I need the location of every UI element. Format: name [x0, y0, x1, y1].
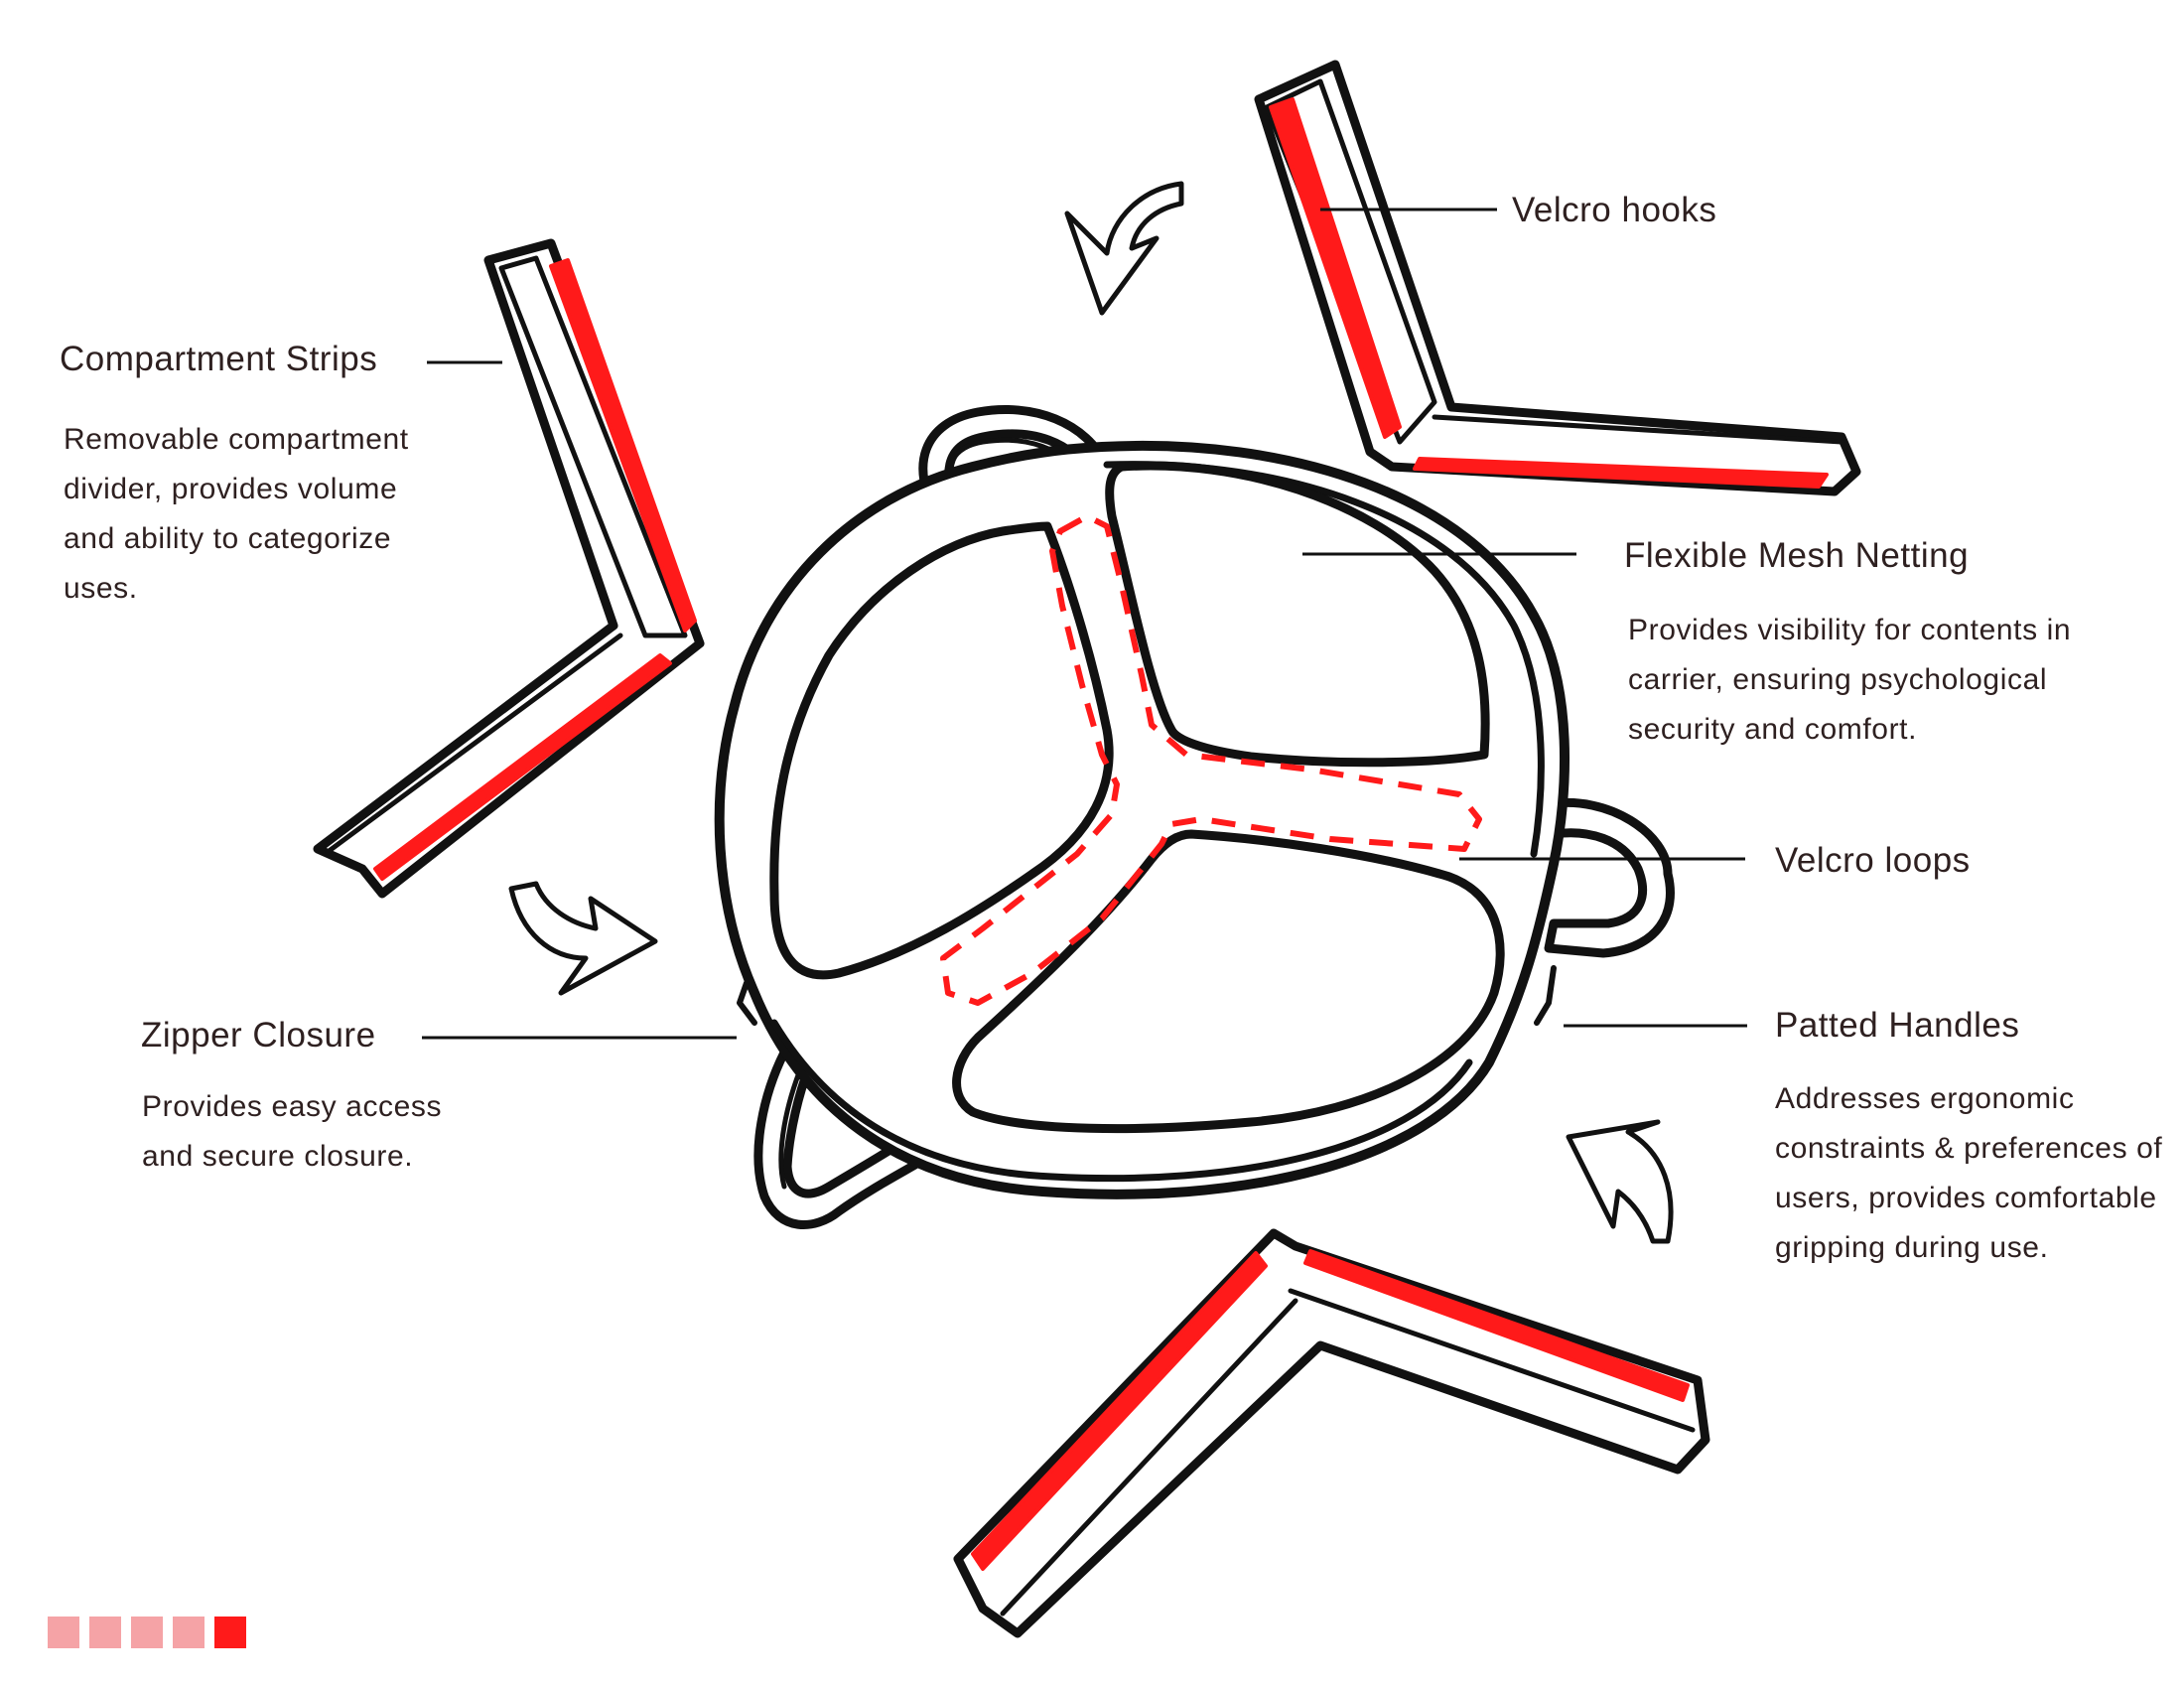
mesh-panel-left: [769, 521, 1114, 980]
flexible-mesh-description: Provides visibility for contents in carr…: [1628, 614, 2072, 746]
page-indicator: [48, 1617, 246, 1648]
page-dot-5-active[interactable]: [214, 1617, 246, 1648]
compartment-strip-top-right: [1254, 60, 1861, 496]
velcro-hooks-title: Velcro hooks: [1512, 191, 1717, 229]
zipper-tab-right: [1534, 965, 1557, 1026]
compartment-strip-bottom: [953, 1228, 1710, 1638]
page-dot-2[interactable]: [89, 1617, 121, 1648]
zipper-closure-description: Provides easy access and secure closure.: [142, 1090, 443, 1173]
arrow-icon-left: [508, 881, 658, 996]
velcro-hook-strip-2: [1413, 457, 1829, 489]
carrier-body: [714, 404, 1675, 1229]
velcro-strip-bottom-left: [971, 1251, 1268, 1571]
mesh-panel-top-right: [1105, 461, 1490, 768]
arrow-icon-bottom-right: [1566, 1119, 1674, 1244]
page-dot-1[interactable]: [48, 1617, 79, 1648]
assembly-arrows: [508, 181, 1674, 1244]
compartment-strip-left: [313, 238, 705, 899]
patted-handles-title: Patted Handles: [1775, 1006, 2020, 1045]
bottom-left-handle-inner: [778, 1069, 802, 1190]
velcro-loops-title: Velcro loops: [1775, 841, 1971, 880]
leader-lines: [422, 208, 1747, 1040]
velcro-strip-left-upper: [549, 258, 697, 633]
right-handle: [1544, 798, 1675, 958]
velcro-strip-bottom-right: [1303, 1249, 1690, 1402]
page-dot-4[interactable]: [173, 1617, 205, 1648]
flexible-mesh-title: Flexible Mesh Netting: [1624, 536, 1970, 575]
arrow-icon-top: [1064, 181, 1184, 316]
velcro-strip-left-lower: [373, 653, 672, 881]
zipper-closure-title: Zipper Closure: [141, 1016, 376, 1055]
velcro-hook-strip: [1269, 97, 1402, 439]
zipper-tab: [737, 980, 757, 1026]
mesh-panel-bottom: [952, 829, 1505, 1134]
compartment-strips-description: Removable compartment divider, provides …: [64, 423, 409, 605]
compartment-strips-title: Compartment Strips: [60, 340, 378, 378]
page-dot-3[interactable]: [131, 1617, 163, 1648]
velcro-loop-path: [940, 513, 1482, 1006]
carrier-bottom-rim: [770, 1019, 1473, 1183]
patted-handles-description: Addresses ergonomic constraints & prefer…: [1775, 1082, 2163, 1264]
